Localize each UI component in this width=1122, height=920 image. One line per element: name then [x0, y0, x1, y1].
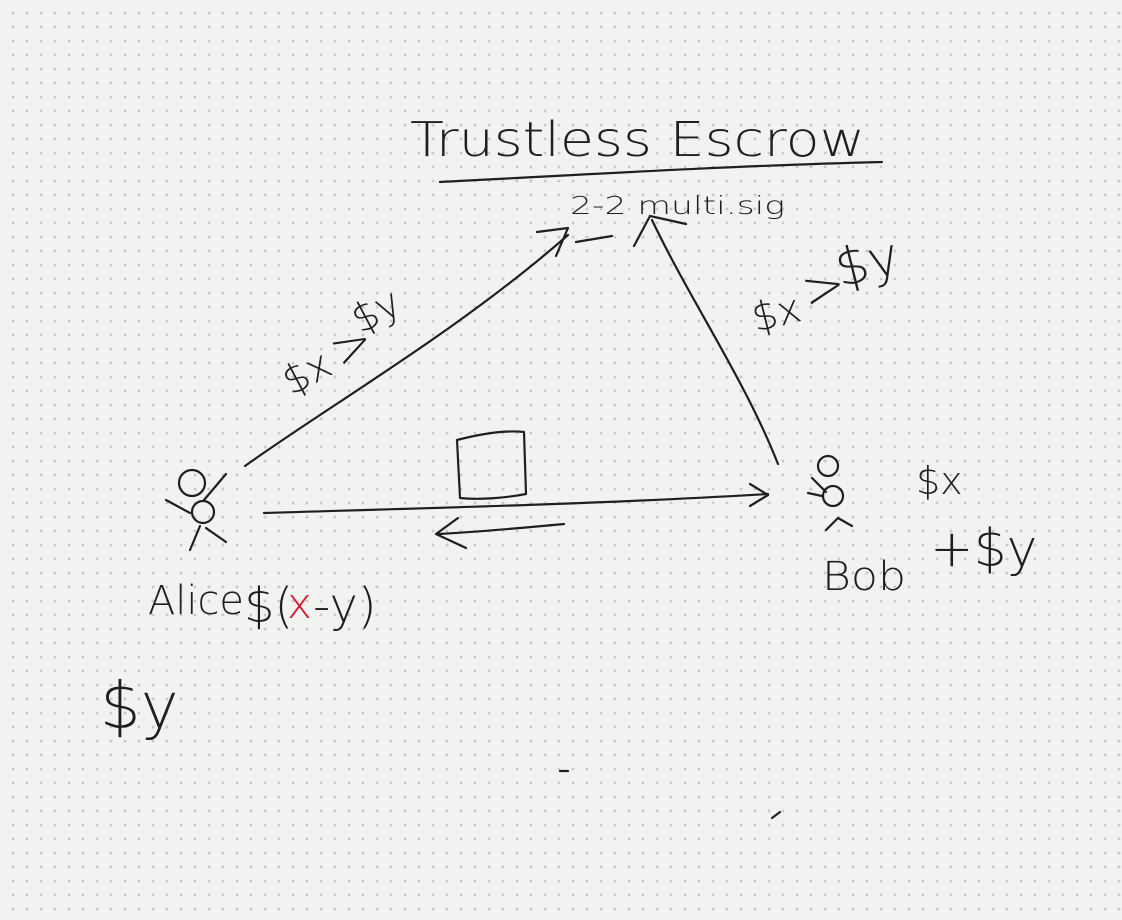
title-underline [438, 160, 884, 184]
alice-figure-icon [164, 468, 228, 552]
goods-box-icon [455, 430, 528, 500]
alice-to-multisig-arrowhead [535, 226, 570, 258]
bob-to-alice-arrowhead [434, 516, 468, 550]
stray-mark [770, 810, 782, 820]
bob-figure-icon [806, 454, 854, 532]
bob-to-alice-arrow [436, 522, 566, 536]
diagram-title: Trustless Escrow [410, 112, 865, 168]
alice-balance-prefix: $( [244, 578, 293, 634]
right-edge-label: $x > $y [747, 226, 905, 342]
alice-balance-struck: x [287, 579, 312, 628]
alice-balance-rest: -y) [313, 578, 377, 634]
left-edge-label: $x > $y [275, 280, 409, 405]
alice-to-bob-arrowhead [748, 482, 770, 508]
bob-holding-amount: $x [916, 459, 963, 503]
alice-name-label: Alice [148, 578, 244, 624]
multisig-label: 2-2 multi.sig [570, 191, 785, 220]
alice-to-multisig-arrow [243, 233, 570, 468]
svg-text:$y: $y [829, 226, 905, 300]
bob-received-amount: +$y [930, 519, 1037, 579]
multisig-underline [574, 234, 614, 244]
bob-to-multisig-arrow [650, 218, 780, 466]
svg-text:$x: $x [747, 285, 806, 342]
bob-name-label: Bob [822, 554, 906, 600]
alice-to-bob-arrow [262, 492, 770, 515]
bob-to-multisig-arrowhead [632, 214, 688, 248]
alice-received-amount: $y [100, 670, 179, 744]
